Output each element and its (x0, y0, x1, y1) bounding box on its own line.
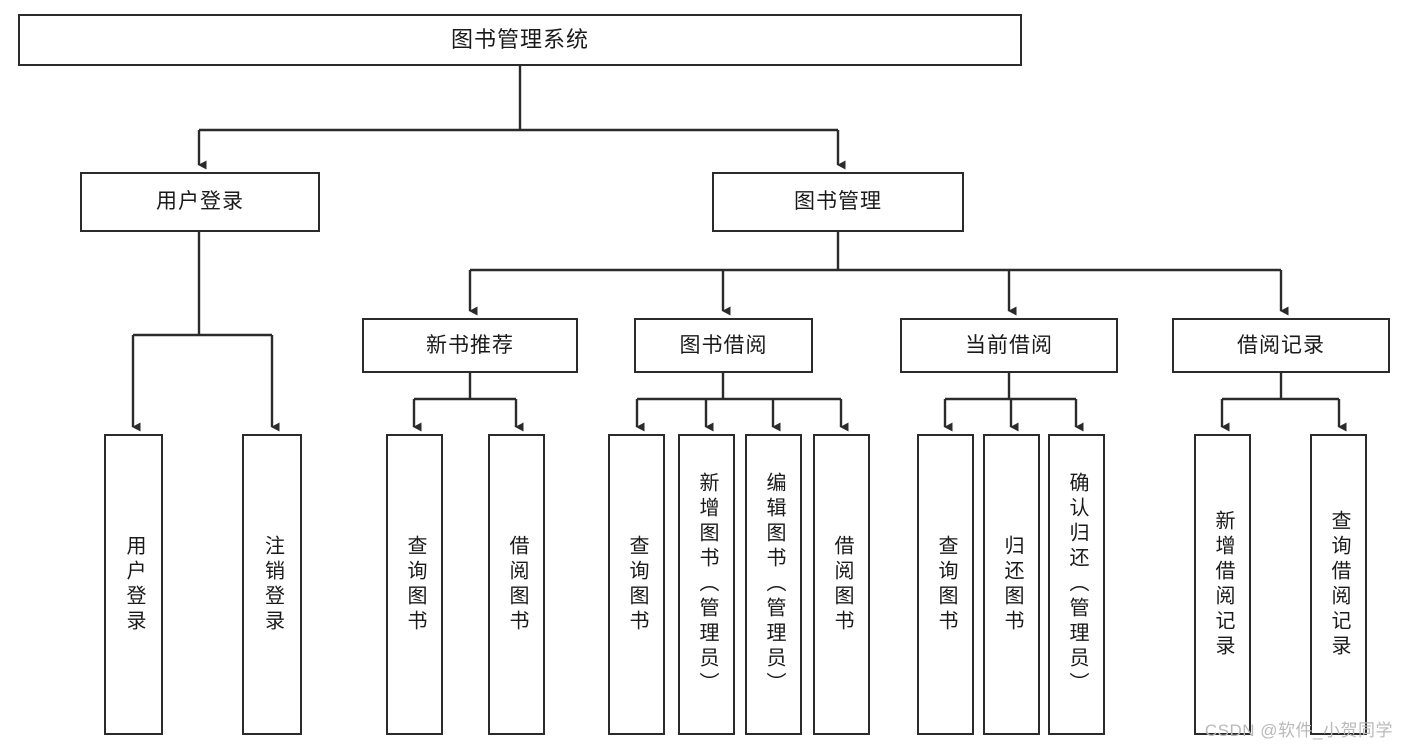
node-user-login-label: 用户登录 (156, 190, 244, 214)
leaf-br-query-record[interactable]: 查询借阅记录 (1310, 434, 1367, 735)
node-book-manage-label: 图书管理 (794, 190, 882, 214)
node-borrow-record-label: 借阅记录 (1237, 333, 1325, 357)
leaf-bb-query-book[interactable]: 查询图书 (608, 434, 665, 735)
node-book-manage[interactable]: 图书管理 (712, 172, 964, 232)
node-current-borrow[interactable]: 当前借阅 (900, 318, 1118, 373)
leaf-bb-edit-book[interactable]: 编辑图书（管理员） (745, 434, 802, 735)
leaf-bb-borrow-book-label: 借阅图书 (831, 534, 853, 635)
leaf-nb-query-book[interactable]: 查询图书 (386, 434, 443, 735)
leaf-nb-query-book-label: 查询图书 (404, 534, 426, 635)
leaf-nb-borrow-book[interactable]: 借阅图书 (488, 434, 545, 735)
node-book-borrow[interactable]: 图书借阅 (634, 318, 813, 373)
leaf-cb-query-book[interactable]: 查询图书 (917, 434, 974, 735)
leaf-bb-borrow-book[interactable]: 借阅图书 (813, 434, 870, 735)
leaf-br-add-record[interactable]: 新增借阅记录 (1194, 434, 1251, 735)
leaf-logout[interactable]: 注销登录 (242, 434, 302, 735)
leaf-cb-return-book[interactable]: 归还图书 (983, 434, 1040, 735)
leaf-cb-confirm-return[interactable]: 确认归还（管理员） (1048, 434, 1105, 735)
leaf-nb-borrow-book-label: 借阅图书 (506, 534, 528, 635)
node-root[interactable]: 图书管理系统 (18, 14, 1022, 66)
leaf-user-login[interactable]: 用户登录 (104, 434, 163, 735)
leaf-user-login-label: 用户登录 (123, 534, 145, 635)
leaf-cb-confirm-return-label: 确认归还（管理员） (1066, 472, 1088, 697)
node-book-borrow-label: 图书借阅 (679, 333, 768, 357)
leaf-cb-return-book-label: 归还图书 (1001, 534, 1023, 635)
leaf-br-query-record-label: 查询借阅记录 (1328, 509, 1350, 660)
node-borrow-record[interactable]: 借阅记录 (1172, 318, 1390, 373)
node-user-login[interactable]: 用户登录 (80, 172, 320, 232)
leaf-logout-label: 注销登录 (261, 534, 284, 635)
leaf-bb-add-book[interactable]: 新增图书（管理员） (678, 434, 735, 735)
node-current-borrow-label: 当前借阅 (965, 333, 1053, 357)
node-root-label: 图书管理系统 (450, 26, 589, 52)
leaf-bb-query-book-label: 查询图书 (626, 534, 648, 635)
leaf-bb-edit-book-label: 编辑图书（管理员） (763, 472, 785, 697)
node-new-book-recommend-label: 新书推荐 (426, 333, 514, 357)
leaf-br-add-record-label: 新增借阅记录 (1212, 509, 1234, 660)
node-new-book-recommend[interactable]: 新书推荐 (362, 318, 578, 373)
leaf-bb-add-book-label: 新增图书（管理员） (696, 472, 718, 697)
leaf-cb-query-book-label: 查询图书 (935, 534, 957, 635)
